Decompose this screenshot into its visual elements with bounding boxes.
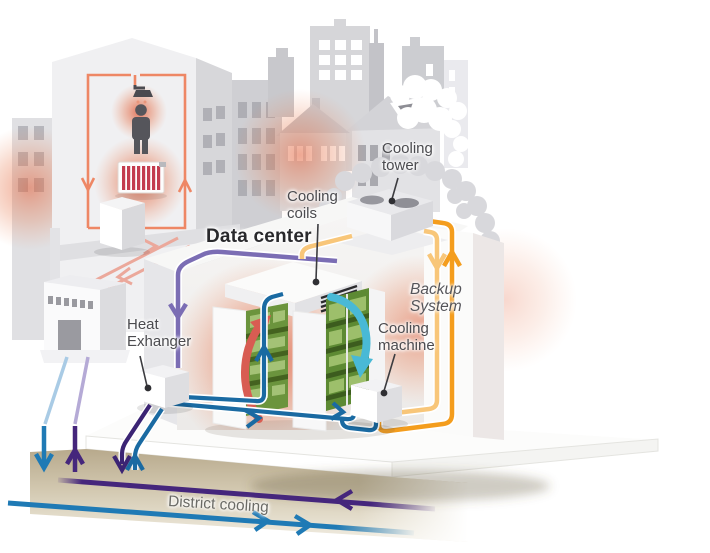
shower-icon	[133, 85, 153, 104]
cooling-machine-unit	[348, 379, 408, 430]
cooling-coils-label: Cooling coils	[287, 188, 338, 222]
cold-air-arrow	[327, 293, 373, 378]
label-pointers	[139, 177, 399, 397]
person-icon	[132, 104, 150, 154]
cooling-tower-label: Cooling tower	[382, 140, 433, 174]
building-service-pipes	[34, 356, 90, 473]
district-main-cold-supply	[7, 500, 415, 536]
server-racks	[205, 262, 395, 440]
heat-exchanger-label: Heat Exhanger	[127, 316, 192, 350]
heat-substation-box	[94, 197, 150, 257]
cooling-machine-label: Cooling machine	[378, 320, 435, 354]
roof-deck	[52, 224, 240, 262]
exchanger-service-pipes	[112, 403, 165, 475]
heat-exchanger-unit	[137, 365, 193, 414]
radiator-icon	[115, 161, 167, 200]
plant-building	[40, 228, 130, 363]
backup-system-label: Backup System	[410, 281, 462, 316]
warm-water-pipe-purple	[168, 247, 338, 368]
steam-cloud-white	[390, 75, 469, 167]
data-center-label: Data center	[206, 226, 312, 247]
district-main-warm-return	[57, 477, 436, 512]
